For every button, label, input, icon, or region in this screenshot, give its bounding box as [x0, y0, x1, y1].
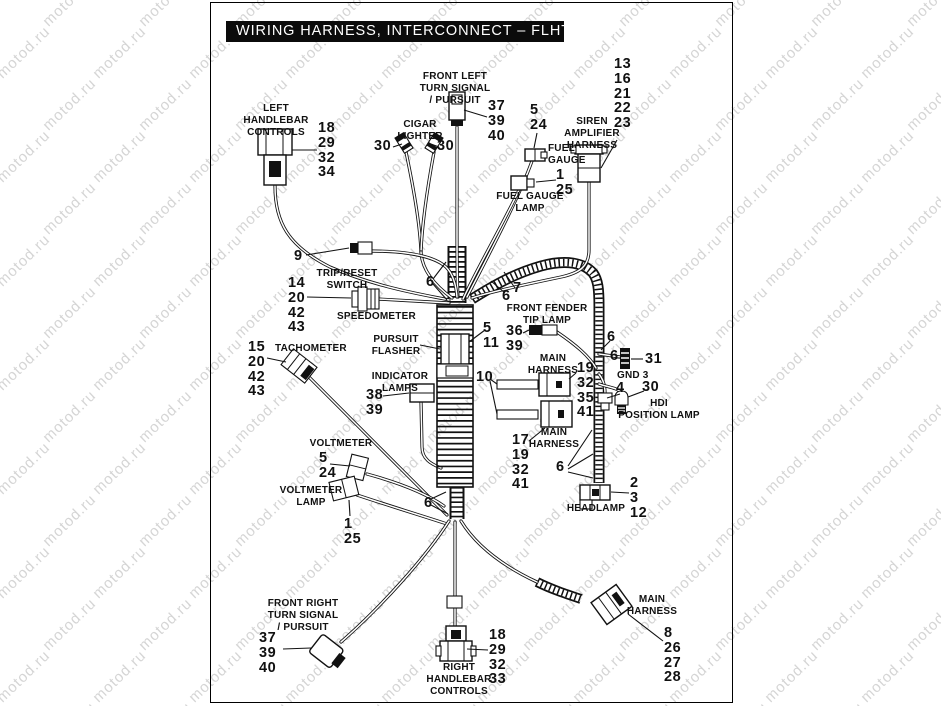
callout-left-handlebar-controls: 18 29 32 34: [318, 120, 336, 181]
voltmeter-connector: [345, 453, 370, 482]
conduit-bottom-right: [534, 577, 583, 604]
callout-conduit-band-six: 6: [502, 288, 511, 304]
left-handlebar-connector: [257, 128, 293, 186]
label-ground-3: GND 3: [617, 370, 649, 381]
callout-front-right-turn-signal: 37 39 40: [259, 630, 277, 676]
fuel-gauge-connector: [524, 148, 548, 162]
label-pursuit-flasher: PURSUIT FLASHER: [371, 334, 421, 357]
callout-voltmeter: 5 24: [319, 450, 337, 481]
callout-main-harness-lower: 17 19 32 41: [512, 432, 530, 493]
callout-pursuit-flasher: 5 11: [483, 320, 500, 351]
callout-cigar-lighter-left: 30: [374, 138, 392, 154]
front-fender-tip-lamp: [529, 324, 558, 336]
indicator-lamps-connector: [409, 383, 435, 403]
label-hdi-position-lamp: HDI POSITION LAMP: [618, 398, 700, 421]
callout-indicator-lamps: 38 39: [366, 387, 384, 418]
front-left-turn-signal-connector: [448, 91, 466, 126]
main-harness-lower-connector: [496, 400, 573, 428]
main-harness-upper-connector: [496, 372, 571, 397]
label-main-harness-upper: MAIN HARNESS: [527, 353, 579, 376]
label-trip-reset-switch: TRIP/RESET SWITCH: [316, 268, 378, 291]
callout-right-band-six-c: 6: [556, 459, 565, 475]
label-siren-amplifier-harness: SIREN AMPLIFIER HARNESS: [564, 116, 620, 151]
right-handlebar-connector: [435, 595, 477, 662]
trip-reset-switch-connector: [350, 241, 373, 255]
label-cigar-lighter: CIGAR LIGHTER: [397, 119, 443, 142]
callout-front-left-turn-signal: 37 39 40: [488, 98, 506, 144]
label-main-harness-lower: MAIN HARNESS: [528, 427, 580, 450]
callout-speedometer: 14 20 42 43: [288, 275, 306, 336]
callout-right-band-six-a: 6: [607, 329, 616, 345]
callout-cigar-lighter-right: 30: [437, 138, 455, 154]
voltmeter-lamp-connector: [328, 475, 360, 502]
callout-siren-amplifier-harness: 13 16 21 22 23: [614, 56, 632, 132]
callout-right-handlebar-controls: 18 29 32 33: [489, 627, 507, 688]
callout-trip-reset-switch: 9: [294, 248, 303, 264]
label-voltmeter: VOLTMETER: [309, 438, 373, 449]
ground-3-eyelet: [597, 392, 613, 411]
pursuit-flasher-body: [436, 333, 474, 379]
speedometer-connector: [351, 286, 380, 312]
label-front-right-turn-signal: FRONT RIGHT TURN SIGNAL / PURSUIT: [267, 598, 339, 633]
callout-ground-3: 4: [616, 380, 625, 396]
siren-amplifier-connector: [570, 144, 608, 183]
label-right-handlebar-controls: RIGHT HANDLEBAR CONTROLS: [426, 662, 492, 697]
label-left-handlebar-controls: LEFT HANDLEBAR CONTROLS: [243, 103, 309, 138]
callout-leaders: [266, 109, 664, 651]
interconnect-harness-body: [436, 304, 474, 488]
callout-conduit-upper: 6: [426, 274, 435, 290]
label-headlamp: HEADLAMP: [566, 503, 626, 514]
conduit-clip: [620, 348, 630, 369]
callout-hdi-position-lamp: 30: [642, 379, 660, 395]
label-front-left-turn-signal: FRONT LEFT TURN SIGNAL / PURSUIT: [419, 71, 491, 106]
cigar-lighter-terminals: [394, 131, 444, 155]
callout-interconnect-to-main: 10: [476, 369, 494, 385]
callout-voltmeter-lamp: 1 25: [344, 516, 362, 547]
label-voltmeter-lamp: VOLTMETER LAMP: [279, 485, 343, 508]
headlamp-connector: [579, 484, 611, 510]
callout-conduit-band-seven: 7: [513, 280, 522, 296]
callout-tachometer: 15 20 42 43: [248, 339, 266, 400]
conduit-right-band: [469, 257, 605, 483]
diagram-border: [210, 2, 733, 703]
callout-right-band-six-b: 6: [610, 348, 619, 364]
front-right-turn-signal-lamp: [309, 634, 346, 669]
label-front-fender-tip-lamp: FRONT FENDER TIP LAMP: [506, 303, 588, 326]
callout-main-harness-bottom: 8 26 27 28: [664, 625, 682, 686]
callout-headlamp: 2 3 12: [630, 475, 648, 521]
tachometer-connector: [280, 348, 318, 384]
diagram-title: WIRING HARNESS, INTERCONNECT – FLHTP: [226, 21, 581, 42]
label-tachometer: TACHOMETER: [275, 343, 347, 354]
callout-fuel-gauge: 5 24: [530, 102, 548, 133]
label-speedometer: SPEEDOMETER: [337, 311, 416, 322]
callout-clip: 31: [645, 351, 663, 367]
callout-fuel-gauge-lamp: 1 25: [556, 167, 574, 198]
main-harness-bottom-connector: [590, 583, 633, 626]
label-indicator-lamps: INDICATOR LAMPS: [371, 371, 429, 394]
wires: [273, 125, 623, 644]
label-main-harness-bottom: MAIN HARNESS: [626, 594, 678, 617]
callout-conduit-lower: 6: [424, 495, 433, 511]
fuel-gauge-lamp-connector: [510, 175, 535, 191]
label-fuel-gauge-lamp: FUEL GAUGE LAMP: [496, 191, 564, 214]
callout-front-fender-tip-lamp: 36 39: [506, 323, 524, 354]
label-fuel-gauge: FUEL GAUGE: [548, 143, 586, 166]
callout-main-harness-upper: 19 32 35 41: [577, 360, 595, 421]
